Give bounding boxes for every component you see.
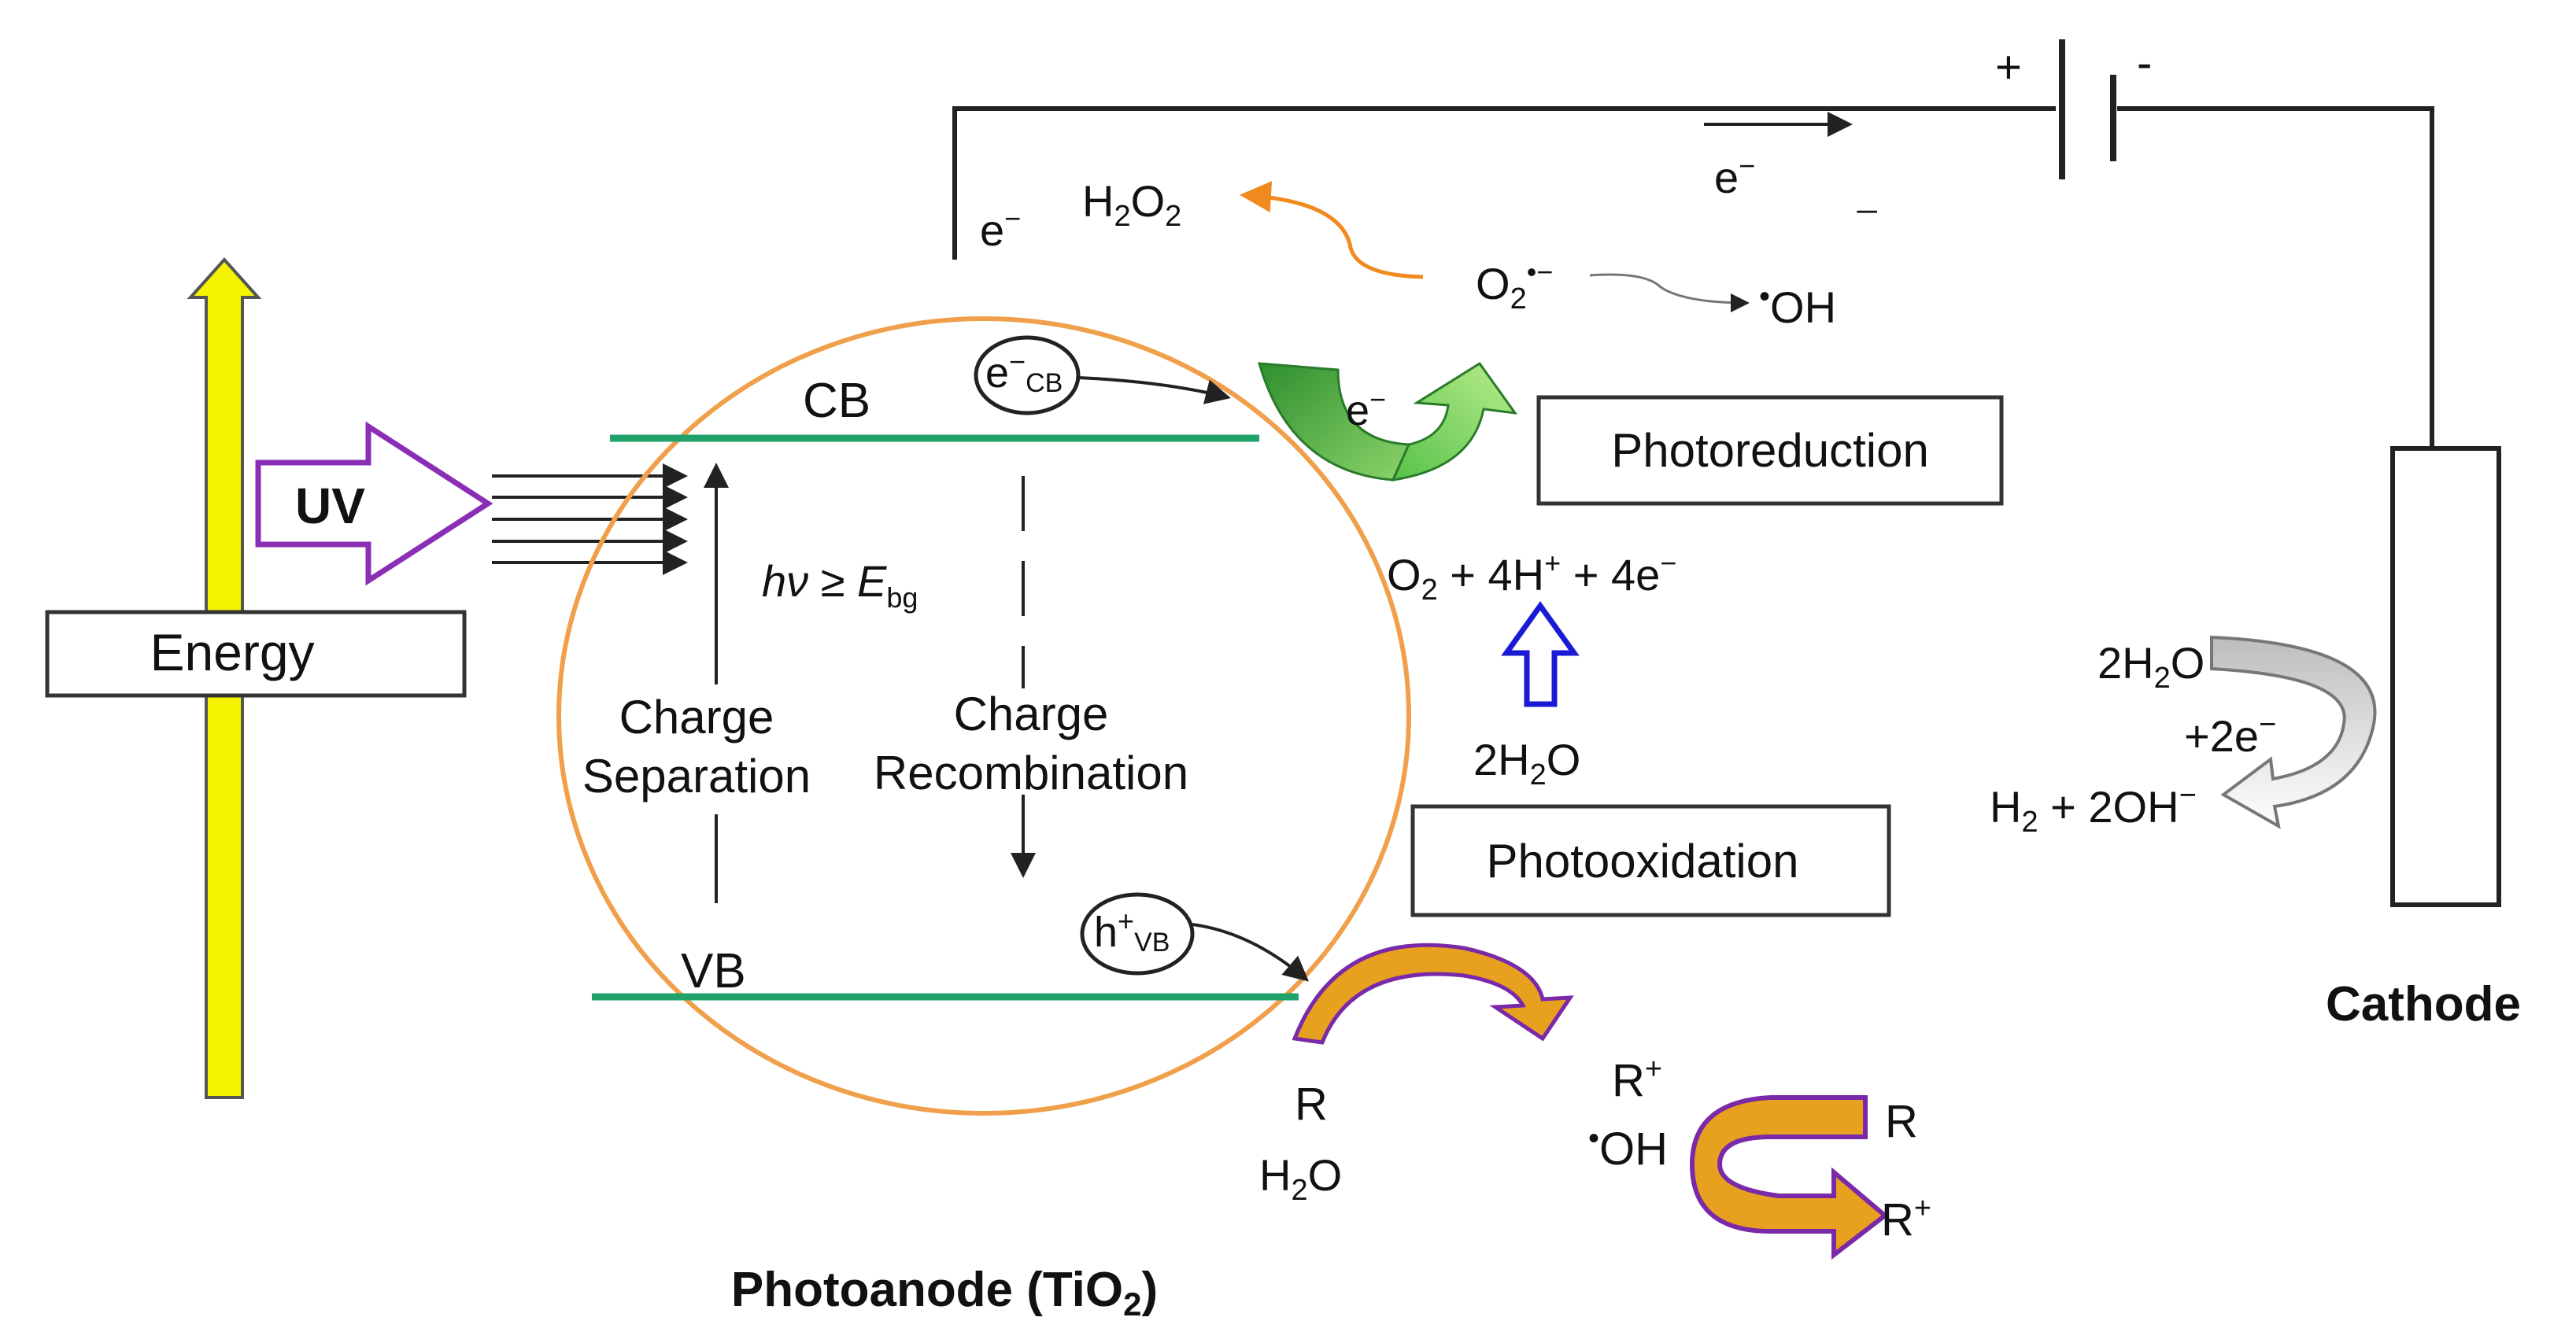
water-label: 2H2O xyxy=(1473,735,1580,791)
photoanode-label: Photoanode (TiO2) xyxy=(731,1263,1158,1323)
reduction-green-arrow-left xyxy=(1257,362,1411,481)
hydroxyl-radical-label: •OH xyxy=(1759,279,1836,332)
photooxidation-label: Photooxidation xyxy=(1487,835,1799,887)
battery-plus-sign: + xyxy=(1995,42,2022,93)
reactant-r-label: R xyxy=(1295,1079,1328,1130)
reactant-water-label: H2O xyxy=(1259,1150,1342,1207)
uv-arrow xyxy=(255,421,493,586)
hole-vb-arrow xyxy=(1192,923,1310,982)
water-to-oxygen-arrow xyxy=(1501,600,1580,707)
separation-label-line1: Charge xyxy=(619,691,774,743)
underscore-mark: _ xyxy=(1857,175,1877,214)
reduction-green-arrow-right xyxy=(1391,361,1518,481)
hydroxyl-formation-arrow xyxy=(1589,273,1750,312)
oxidation-hydroxyl-label: •OH xyxy=(1588,1121,1668,1175)
radical-cycle-arrow xyxy=(1689,1095,1889,1260)
h2o2-formation-arrow xyxy=(1240,181,1424,279)
vb-label: VB xyxy=(681,944,746,998)
electron-at-cb-label: e− xyxy=(1346,383,1386,434)
oxidation-arc-arrow xyxy=(1292,943,1574,1045)
hole-vb-label: h+VB xyxy=(1094,905,1170,957)
battery-minus-sign: - xyxy=(2137,38,2152,89)
electron-cb-badge xyxy=(974,335,1081,415)
superoxide-label: O2•− xyxy=(1476,256,1553,315)
recombination-label-line1: Charge xyxy=(954,688,1109,740)
electron-cb-arrow xyxy=(1077,376,1231,404)
cathode-electrons-label: +2e− xyxy=(2184,708,2276,761)
uv-label: UV xyxy=(295,478,365,534)
separation-label-line2: Separation xyxy=(582,750,811,802)
circuit-wire xyxy=(952,106,2434,448)
electron-flow-label: e− xyxy=(1714,149,1755,202)
reduction-equation: O2 + 4H+ + 4e− xyxy=(1387,547,1676,607)
cathode-electrode xyxy=(2390,446,2501,907)
energy-box xyxy=(45,610,467,698)
light-rays xyxy=(492,463,688,575)
product-r-plus-label: R+ xyxy=(1612,1053,1662,1106)
hole-vb-badge xyxy=(1080,892,1195,976)
excitation-condition: hν ≥ Ebg xyxy=(762,556,918,614)
photoreduction-label: Photoreduction xyxy=(1611,424,1929,477)
photooxidation-box xyxy=(1410,804,1891,917)
cathode-products-label: H2 + 2OH− xyxy=(1990,779,2197,839)
cathode-label: Cathode xyxy=(2326,977,2521,1031)
wire-electron-label: e− xyxy=(980,202,1021,255)
photoreduction-box xyxy=(1536,395,2004,506)
cathode-water-label: 2H2O xyxy=(2097,638,2205,695)
h2o2-label: H2O2 xyxy=(1082,176,1181,233)
cycle-r-plus-label: R+ xyxy=(1881,1192,1931,1245)
cycle-r-label: R xyxy=(1885,1096,1918,1147)
energy-label: Energy xyxy=(150,623,314,681)
photoanode-circle xyxy=(556,316,1411,1116)
cb-label: CB xyxy=(803,374,870,428)
electron-cb-label: e−CB xyxy=(985,345,1063,398)
recombination-label-line2: Recombination xyxy=(874,747,1188,799)
cathode-reaction-arrow xyxy=(2210,635,2377,829)
